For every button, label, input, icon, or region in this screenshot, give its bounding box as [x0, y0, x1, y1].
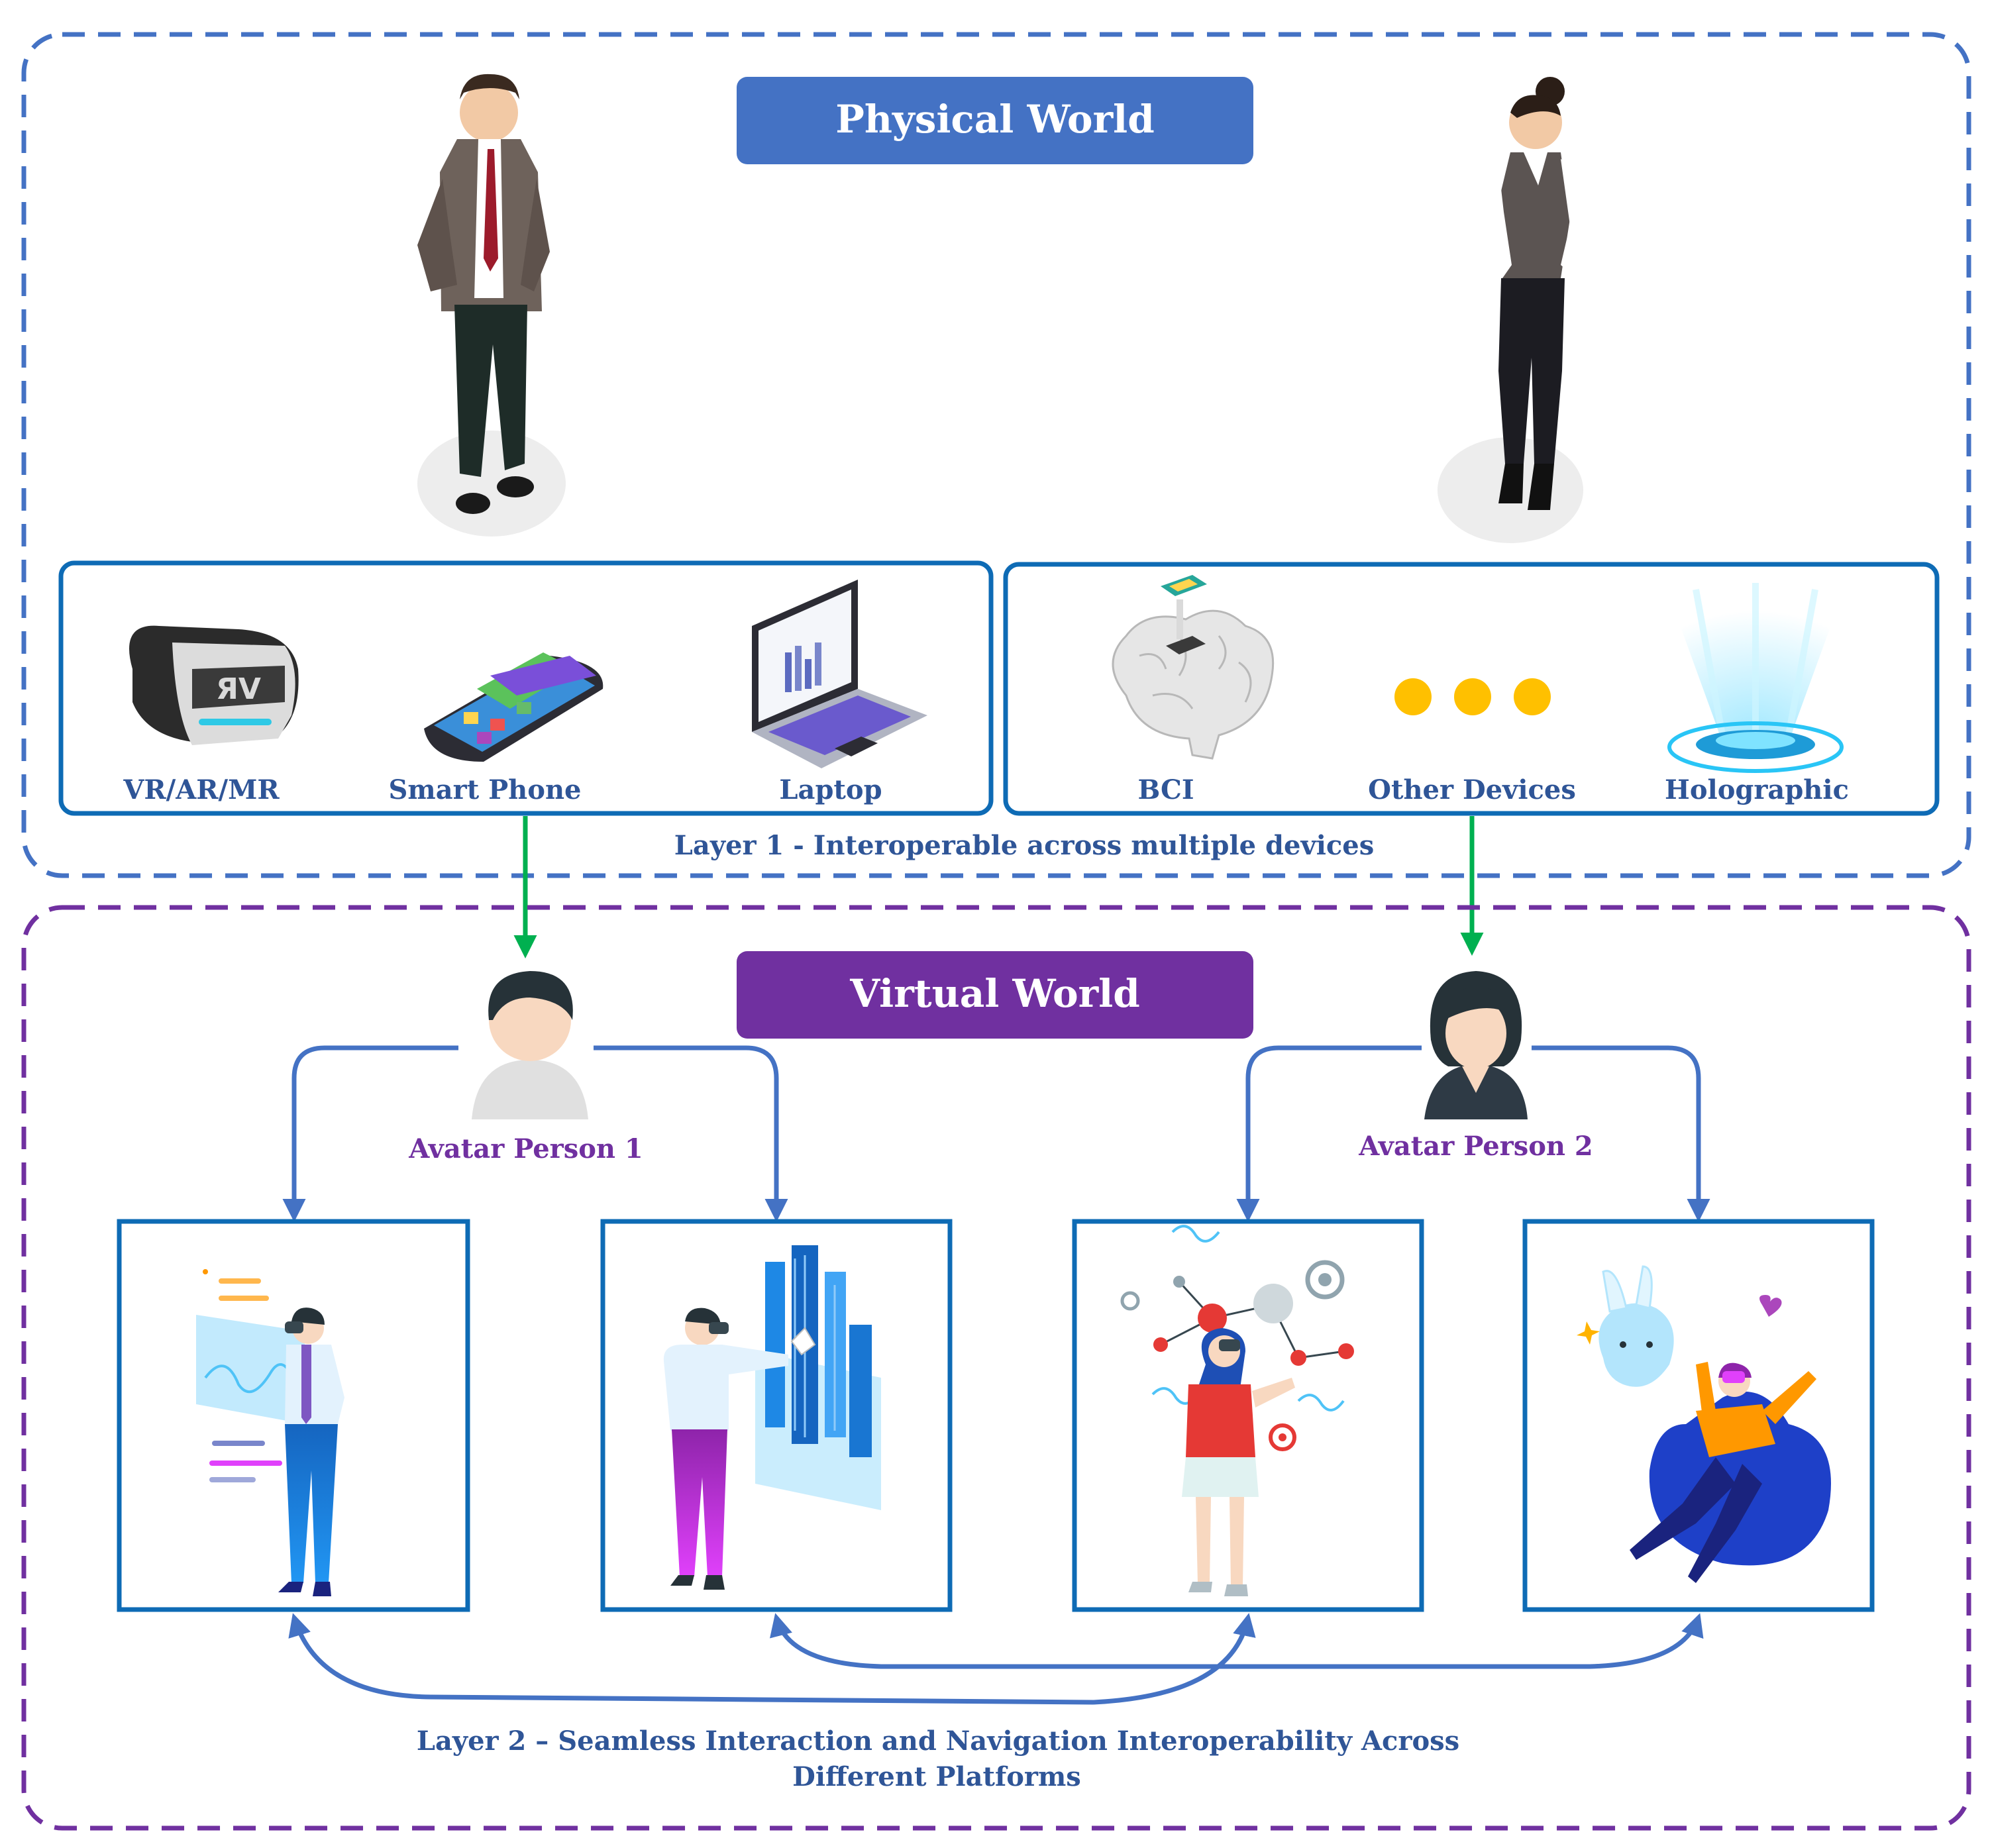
device-label-laptop: Laptop — [779, 774, 882, 805]
svg-text:ЯV: ЯV — [216, 672, 261, 706]
connector-avatar-2-left — [1236, 1045, 1422, 1222]
vr-molecule-illustration — [1120, 1225, 1354, 1596]
layer-1-label: Layer 1 - Interoperable across multiple … — [674, 830, 1374, 861]
vr-city-hologram-illustration — [663, 1245, 881, 1590]
virtual-world-title: Virtual World — [849, 971, 1140, 1016]
device-label-holographic: Holographic — [1665, 774, 1849, 805]
connector-avatar-1-right — [594, 1045, 788, 1222]
person-2-figure — [1438, 77, 1593, 543]
connector-avatar-2-right — [1532, 1045, 1710, 1222]
avatar-1-label: Avatar Person 1 — [408, 1133, 643, 1164]
avatar-2-label: Avatar Person 2 — [1358, 1131, 1593, 1162]
physical-world-title: Physical World — [835, 97, 1155, 142]
device-label-bci: BCI — [1137, 774, 1194, 805]
hologram-projector-icon — [1667, 583, 1844, 773]
device-panel-right — [1003, 562, 1940, 816]
virtual-world-title-bg — [737, 951, 1253, 1039]
device-label-other: Other Devices — [1368, 774, 1576, 805]
device-label-vr: VR/AR/MR — [123, 774, 280, 805]
connector-avatar-1-left — [282, 1045, 458, 1222]
avatar-1-icon — [472, 971, 588, 1119]
physical-world-title-bg — [737, 77, 1253, 164]
vr-headset-icon: ЯV — [129, 625, 299, 745]
layer-2-label-line-2: Different Platforms — [792, 1761, 1081, 1792]
physical-world-region — [21, 32, 1971, 878]
brain-chip-icon — [1112, 575, 1275, 760]
vr-gaming-illustration — [1577, 1265, 1831, 1583]
vr-data-analyst-illustration — [196, 1269, 344, 1596]
virtual-world-region — [21, 905, 1971, 1831]
avatar-2-icon — [1424, 971, 1528, 1119]
connector-panel-1-to-panel-3 — [288, 1613, 1256, 1705]
smartphone-icon — [424, 652, 603, 762]
laptop-icon — [752, 580, 927, 768]
ellipsis-dots-icon — [1394, 678, 1551, 715]
device-label-smartphone: Smart Phone — [389, 774, 582, 805]
connector-panel-2-to-panel-4 — [770, 1613, 1704, 1669]
device-panel-left — [58, 560, 994, 816]
layer-2-label-line-1: Layer 2 – Seamless Interaction and Navig… — [417, 1725, 1459, 1757]
person-1-figure — [417, 74, 566, 537]
